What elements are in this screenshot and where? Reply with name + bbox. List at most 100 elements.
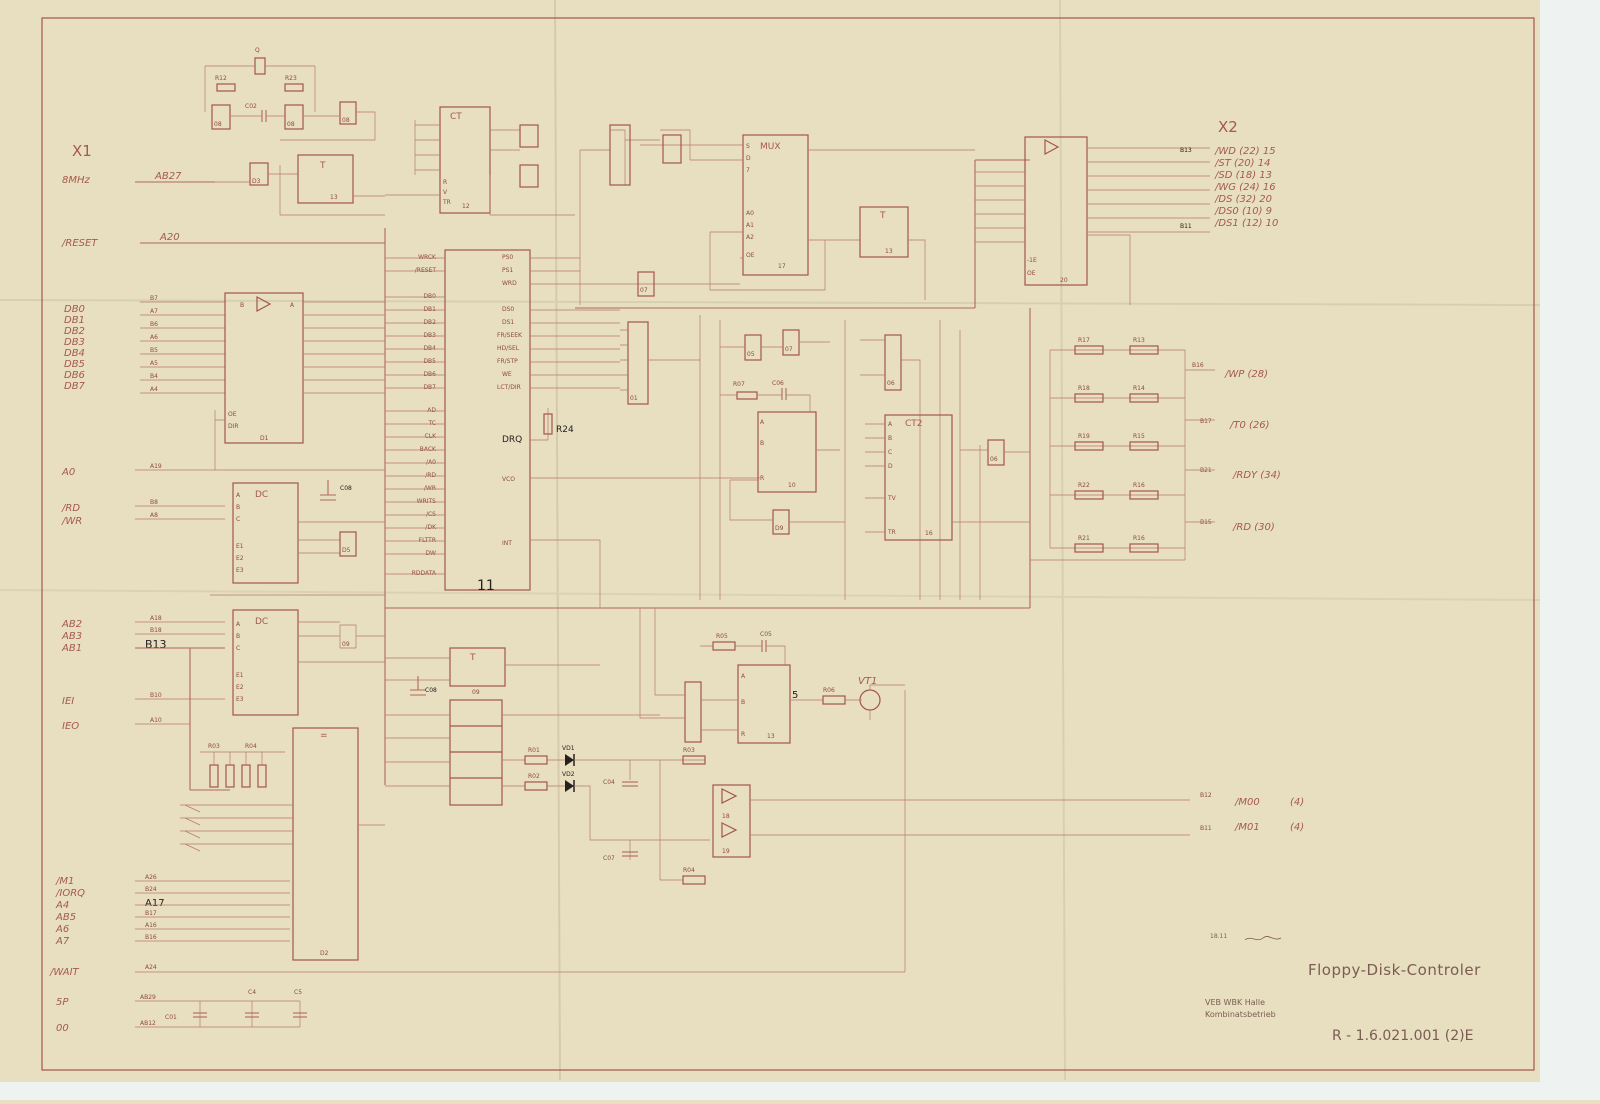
c4-label: C4	[248, 989, 256, 996]
dc-bottom-input: A	[236, 621, 241, 628]
a7-pin: B16	[145, 934, 157, 941]
resistor-label: R15	[1133, 433, 1145, 440]
x2-output: /SD (18) 13	[1214, 170, 1272, 181]
wait-pin: A24	[145, 964, 157, 971]
mux-pin: S	[746, 143, 750, 150]
r04-label: R04	[683, 867, 695, 874]
db-pin: B6	[150, 321, 158, 328]
fdc-left-pin: DW	[425, 550, 436, 557]
ct2-pin: B	[888, 435, 892, 442]
ff-mid: T 13	[859, 206, 926, 300]
x2-input-signal: /RD (30)	[1232, 522, 1275, 533]
vd2-label: VD2	[562, 771, 575, 778]
x2-input-pin: B17	[1200, 418, 1212, 425]
dc-top-input: B	[236, 504, 240, 511]
r07-label: R07	[733, 381, 745, 388]
mono13-pin: B	[741, 699, 745, 706]
dc-bottom-input: E1	[236, 672, 244, 679]
gate-id: 01	[630, 395, 638, 402]
ab2-label: AB2	[61, 619, 82, 630]
db-signal: DB3	[64, 337, 85, 348]
ab5-label: AB5	[55, 912, 76, 923]
fdc-right-pin: DS0	[502, 306, 514, 313]
dc-bottom-input: B	[236, 633, 240, 640]
mono13-id: 13	[767, 733, 775, 740]
mux-pin: 7	[746, 167, 750, 174]
drawing-number: R - 1.6.021.001 (2)E	[1332, 1028, 1473, 1044]
x2-input-signal: /T0 (26)	[1229, 420, 1270, 431]
d2-id: D2	[320, 950, 329, 957]
ff-09: T 09 C08	[385, 647, 660, 806]
wait-label: /WAIT	[49, 967, 80, 978]
r02-label: R02	[528, 773, 540, 780]
dc-top-input: E3	[236, 567, 244, 574]
x2-output: /DS1 (12) 10	[1214, 218, 1278, 229]
driver20-pin: OE	[1027, 270, 1036, 277]
r11-label: R04	[245, 743, 257, 750]
db-pin: A4	[150, 386, 158, 393]
x2-connector: X2 B13 B11 /WD (22) 15 /ST (20) 14 /SD (…	[1180, 118, 1278, 230]
fdc-left-pin: TC	[427, 420, 436, 427]
index-monoflop: A B R 13 5 R05 C05 R06 VT1	[639, 608, 905, 744]
mono10-pin: R	[760, 475, 764, 482]
d1-pin: B	[240, 302, 244, 309]
fdc-left-pin: /A0	[426, 459, 436, 466]
company-line1: VEB WBK Halle	[1205, 998, 1265, 1007]
fdc-left-pin: /CS	[426, 511, 436, 518]
fdc-left-pin: DB1	[423, 306, 436, 313]
fdc-left-pin: /RESET	[415, 267, 437, 274]
driver20-pin: -1E	[1027, 257, 1037, 264]
gate-id: 06	[887, 380, 895, 387]
fdc-left-pin: FLTTR	[419, 537, 436, 544]
m1-label: /M1	[55, 876, 74, 887]
db-pin: A7	[150, 308, 158, 315]
db-signal: DB1	[64, 315, 85, 326]
d1-bus-driver: B A OE DIR D1	[214, 292, 385, 470]
rd-pin: B8	[150, 499, 158, 506]
ff-top-id: 13	[330, 194, 338, 201]
fdc-right-pin: DRQ	[502, 435, 522, 445]
data-bus: DB0 DB1 DB2 DB3 DB4 DB5 DB6 DB7 B7 A7 B6…	[64, 295, 225, 394]
m1-pin: A26	[145, 874, 157, 881]
5p-label: 5P	[56, 997, 69, 1008]
mono13-pin: A	[741, 673, 746, 680]
fdc-right-pin: VCO	[502, 476, 515, 483]
dc-bottom-input: E3	[236, 696, 244, 703]
bypass-capacitors: C01 C4 C5	[165, 989, 307, 1027]
ff-mid-id: 13	[885, 248, 893, 255]
x2-input-pin: B15	[1200, 519, 1212, 526]
d1-pin: DIR	[228, 423, 239, 430]
fdc-left-pin: DB3	[423, 332, 436, 339]
mux-pin: A2	[746, 234, 754, 241]
mux-id: 17	[778, 263, 786, 270]
mono10-id: 10	[788, 482, 796, 489]
fdc-id: 11	[477, 578, 495, 594]
r03-label: R03	[683, 747, 695, 754]
db-signal: DB6	[64, 370, 85, 381]
motor-driver: R01 R02 VD1 VD2 C04 C07 R03 R04 18 19 B1…	[524, 745, 1304, 885]
d1-pin: A	[290, 302, 295, 309]
fdc-left-pin: AD	[427, 407, 436, 414]
a6-label: A6	[55, 924, 69, 935]
fdc-left-pin: /RD	[425, 472, 436, 479]
ff09-label: T	[469, 653, 476, 663]
decoder-bottom: DC A B C E1 E2 E3 09	[189, 609, 385, 791]
drawing-title: Floppy-Disk-Controler	[1308, 961, 1481, 979]
fdc-right-pin: PS0	[502, 254, 513, 261]
fdc-left-pin: DB6	[423, 371, 436, 378]
quartz-label: Q	[255, 47, 260, 54]
ct-pin: TR	[442, 199, 451, 206]
ieo-pin: A10	[150, 717, 162, 724]
ieo-label: IEO	[62, 721, 79, 732]
gate-id: 05	[747, 351, 755, 358]
gate-id: 09	[342, 641, 350, 648]
c01-label: C01	[165, 1014, 177, 1021]
ab2-pin: A18	[150, 615, 162, 622]
mono10-pin: B	[760, 440, 764, 447]
fdc-right-pin: INT	[502, 540, 512, 547]
gate-id: 07	[640, 287, 648, 294]
fdc-left-pin: RDDATA	[412, 570, 437, 577]
a4-pin: A17	[145, 898, 165, 909]
resistor-network: R17 R13 R18 R14 R19 R15 R22 R16 R21 R16 …	[1030, 337, 1281, 561]
rd-label: /RD	[61, 503, 80, 514]
